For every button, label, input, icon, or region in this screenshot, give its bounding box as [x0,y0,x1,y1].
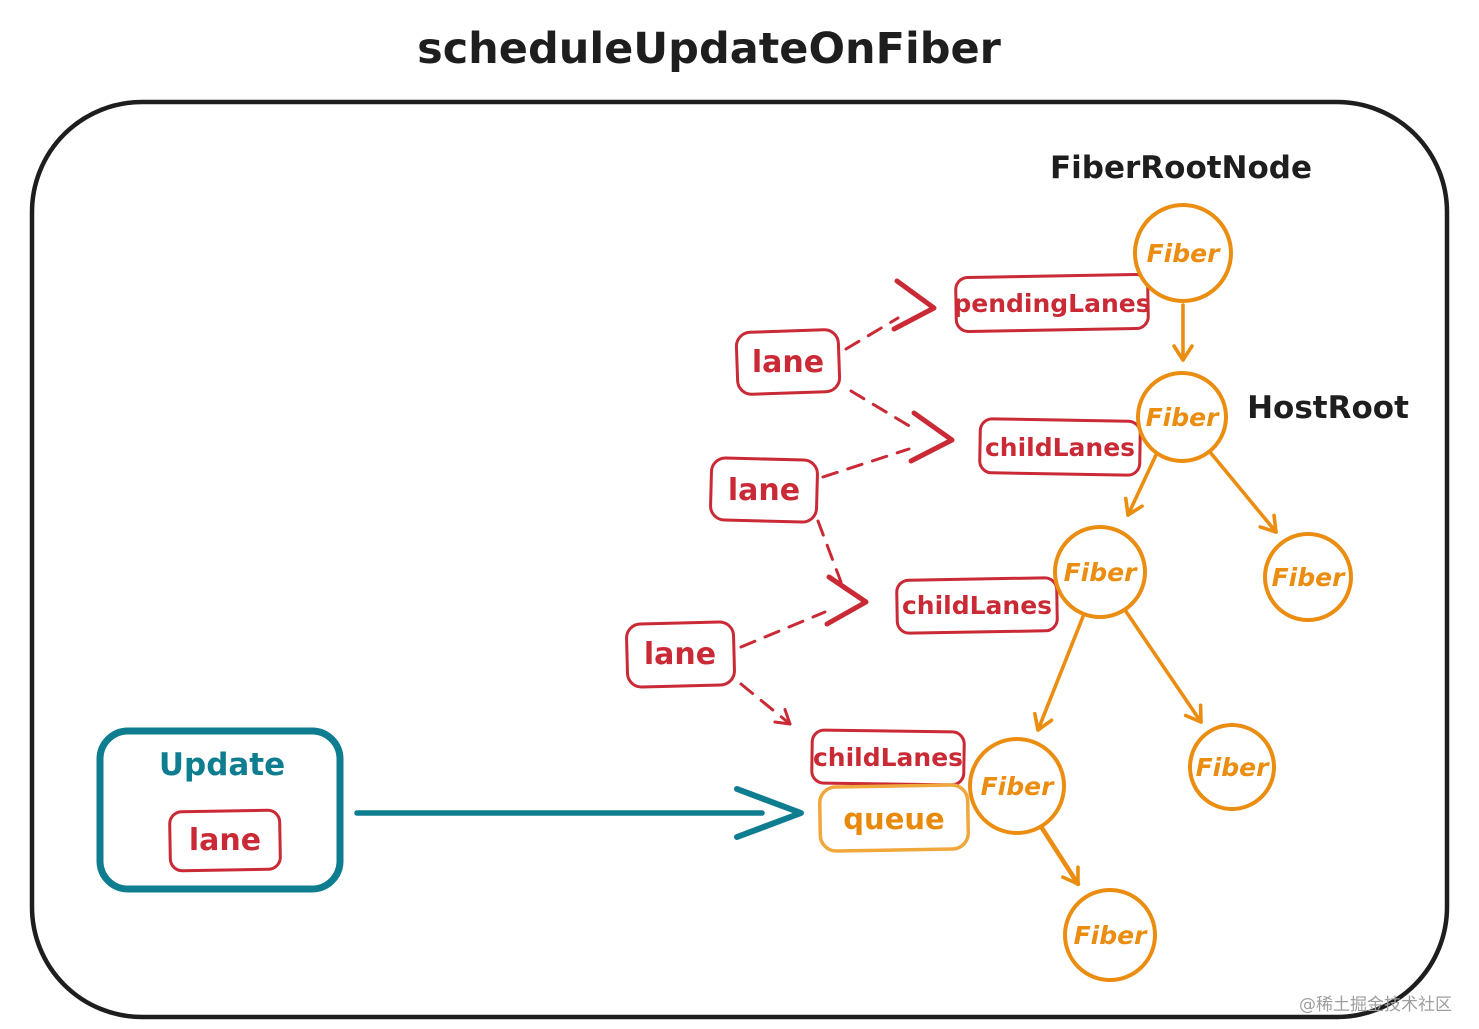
lane3-to-childlanes3-dash [739,682,792,726]
diagram-border [29,99,1450,1020]
child-lanes-label-3: childLanes [813,743,963,772]
fiber-node-leaf-label: Fiber [1074,921,1148,950]
fiber-node-hostroot [1136,371,1228,463]
watermark: @稀土掘金技术社区 [1299,995,1452,1015]
pending-lanes-label: pendingLanes [953,289,1150,318]
pending-lanes-box [954,273,1150,333]
edge-hostroot-to-right-child [1208,450,1278,534]
fiber-node-root-label: Fiber [1147,239,1221,268]
child-lanes-label-1: childLanes [985,433,1135,462]
fiber-node-right-grandchild [1188,723,1276,811]
queue-label: queue [843,802,944,836]
lane-box-1 [734,328,842,396]
lane-dashed-arrows [739,278,955,726]
lane-label-2: lane [728,473,800,508]
queue-group: queue [817,783,971,853]
lane-box-3 [625,620,736,689]
fiber-tree-nodes: Fiber Fiber Fiber Fiber Fiber Fiber Fibe… [968,203,1353,982]
fiber-node-left-grandchild [968,737,1066,835]
fiber-tree-edges [1032,303,1278,887]
lane3-to-childlanes2-dash [739,610,827,649]
childlanes1-arrowhead-icon [908,410,955,464]
update-lane-label: lane [189,823,261,858]
child-lanes-label-2: childLanes [902,591,1052,620]
lane2-to-childlanes1-dash [821,447,911,479]
lane-label-3: lane [644,637,716,672]
update-to-queue-arrow [354,786,804,840]
fiber-node-leaf [1063,888,1157,982]
diagram-title: scheduleUpdateOnFiber [417,24,1002,74]
fiber-node-left-grandchild-label: Fiber [981,772,1055,801]
edge-left-child-to-right-grandchild [1123,608,1203,724]
edge-grandchild-to-leaf [1037,822,1081,887]
lane2-to-childlanes2-dash [816,519,843,584]
child-lanes-box-3 [810,728,966,787]
fiber-node-right-child-label: Fiber [1272,563,1346,592]
update-card: Update lane [96,727,344,893]
childlanes2-arrowhead-icon [824,574,869,627]
update-to-queue-arrowhead-icon [734,786,804,840]
fiber-node-right-child [1263,532,1353,622]
lane-boxes: pendingLanes childLanes childLanes child… [625,273,1151,787]
lane-box-2 [709,456,819,524]
update-lane-box [168,808,282,873]
child-lanes-box-2 [895,576,1059,635]
lane1-to-childlanes1-dash [849,389,913,429]
fiber-node-right-grandchild-label: Fiber [1196,753,1270,782]
update-card-title: Update [159,747,285,783]
fiber-node-left-child [1053,525,1147,619]
fiber-root-node-label: FiberRootNode [1050,150,1312,186]
fiber-node-hostroot-label: Fiber [1146,403,1220,432]
pendinglanes-arrowhead-icon [891,278,937,332]
queue-box [817,783,971,853]
lane1-to-pendinglanes-dash [844,316,900,351]
host-root-label: HostRoot [1247,390,1409,426]
edge-left-child-to-left-grandchild [1032,612,1086,732]
edge-hostroot-to-left-child [1123,453,1158,517]
fiber-node-left-child-label: Fiber [1064,558,1138,587]
lane-label-1: lane [752,345,824,380]
child-lanes-box-1 [978,417,1142,477]
fiber-node-root [1133,203,1233,303]
